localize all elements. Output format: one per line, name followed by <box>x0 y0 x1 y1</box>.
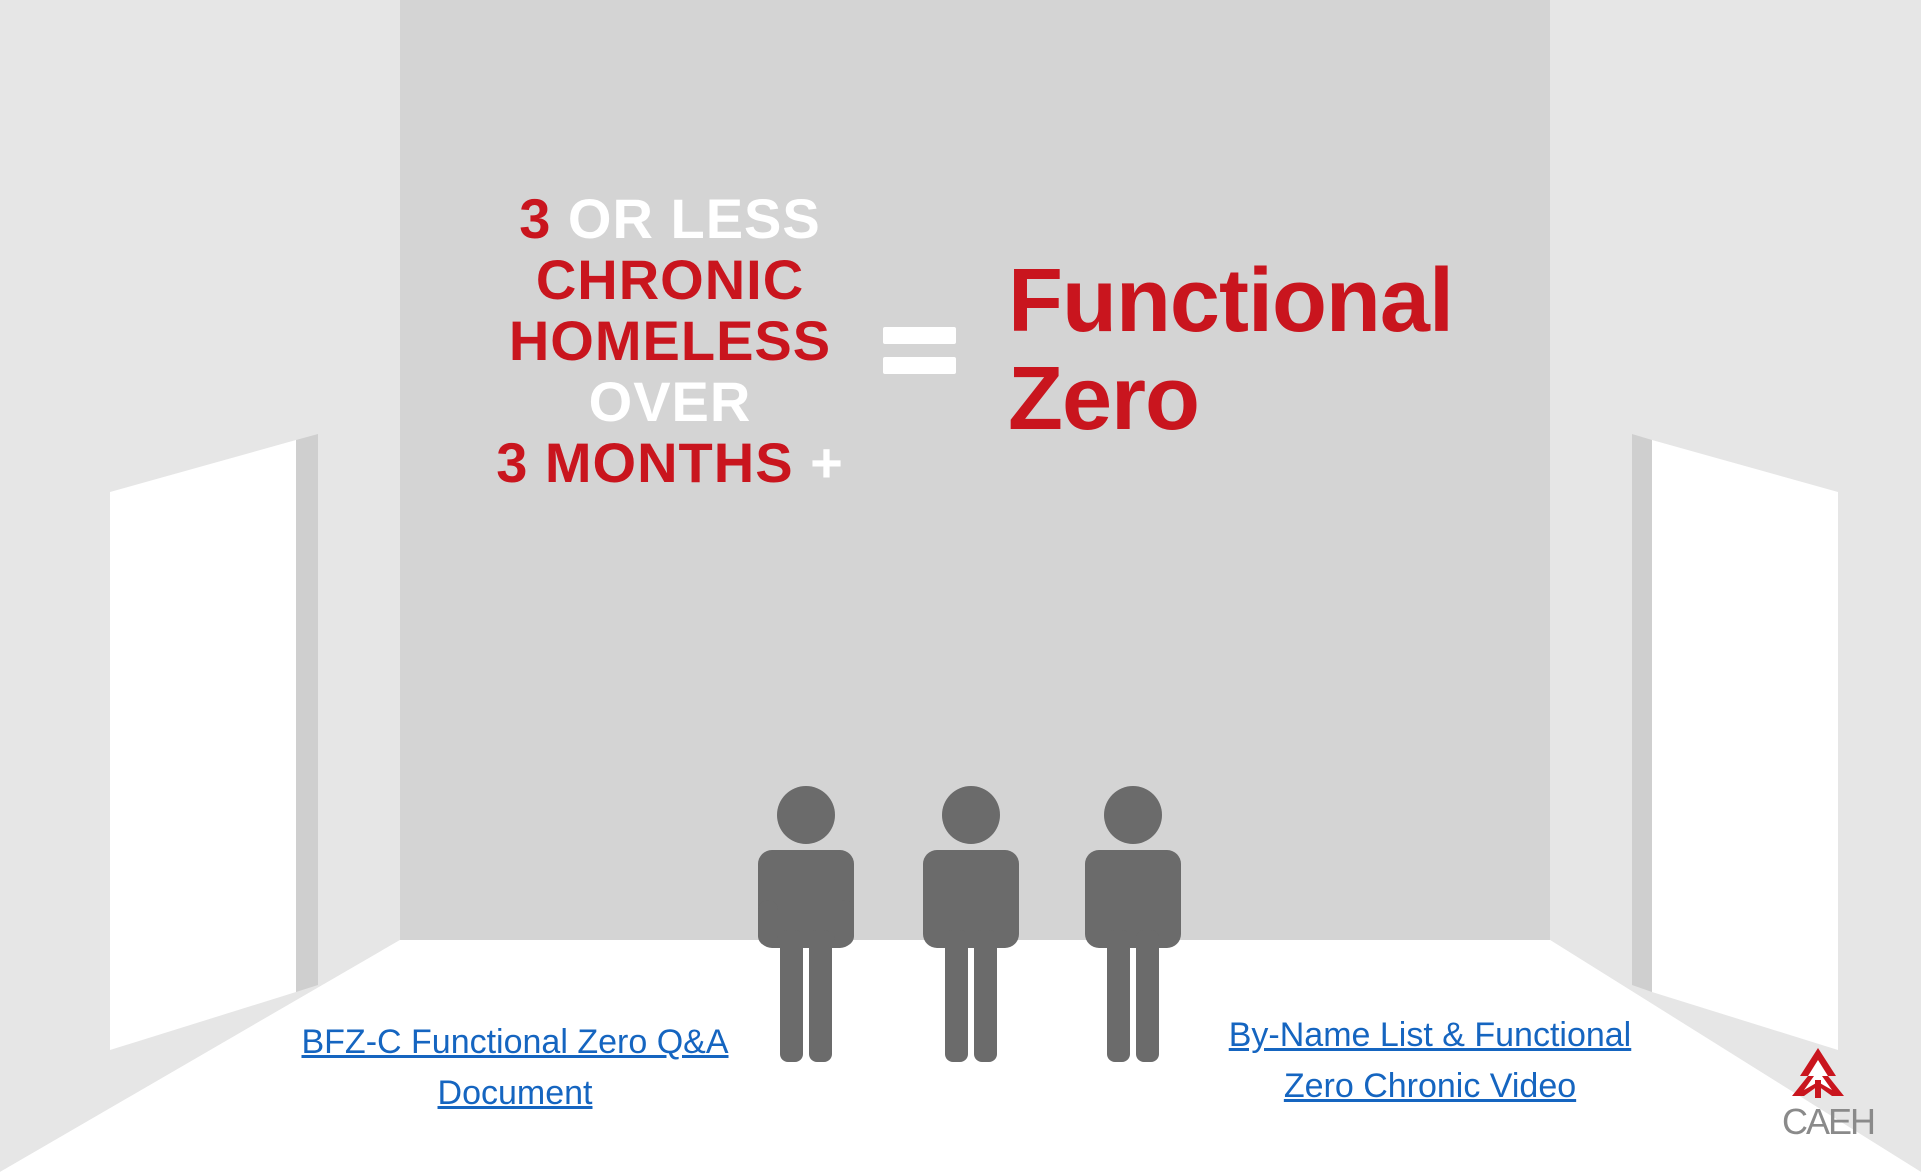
by-name-list-video-link[interactable]: By-Name List & Functional Zero Chronic V… <box>1228 1016 1632 1105</box>
left-door-frame <box>296 434 318 992</box>
right-door-frame <box>1632 434 1652 992</box>
caeh-logo-text: CAEH <box>1782 1101 1876 1142</box>
person-icon <box>923 786 1019 1062</box>
bfz-qa-document-link[interactable]: BFZ-C Functional Zero Q&A Document <box>301 1023 729 1112</box>
people-group <box>758 786 1181 1062</box>
statement-line-1: 3 OR LESS <box>519 187 821 250</box>
equals-sign <box>883 327 956 374</box>
statement-line-2: CHRONIC <box>535 248 805 311</box>
right-door <box>1652 440 1838 1050</box>
statement-line-4: OVER <box>588 370 752 433</box>
person-icon <box>1085 786 1181 1062</box>
left-door <box>110 440 296 1050</box>
person-icon <box>758 786 854 1062</box>
back-wall <box>400 0 1550 942</box>
maple-leaf-icon <box>1792 1048 1844 1098</box>
statement-line-5: 3 MONTHS + <box>496 431 844 494</box>
statement-line-3: HOMELESS <box>508 309 832 372</box>
functional-zero-heading: Functional Zero <box>1008 251 1454 449</box>
chronic-homeless-statement: 3 OR LESS CHRONIC HOMELESS OVER 3 MONTHS… <box>470 188 870 493</box>
